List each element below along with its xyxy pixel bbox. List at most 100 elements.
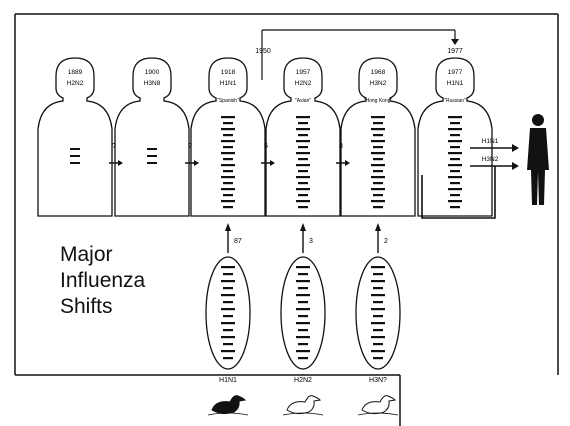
- gene-segment-mark: [450, 122, 460, 124]
- figure-subtype: H1N1: [447, 80, 464, 87]
- gene-segment-mark: [221, 294, 235, 296]
- figure-subtype: H3N2: [370, 80, 387, 87]
- gene-segment-mark: [296, 164, 310, 166]
- gene-segment-mark: [221, 266, 235, 268]
- gene-segment-mark: [221, 308, 235, 310]
- avian-subtype: H3N?: [369, 377, 387, 384]
- gene-segment-mark: [373, 134, 383, 136]
- gene-segment-mark: [221, 350, 235, 352]
- gene-segment-mark: [373, 329, 383, 331]
- gene-segment-mark: [223, 158, 233, 160]
- gene-segment-mark: [221, 128, 235, 130]
- gene-segment-mark: [296, 128, 310, 130]
- bracket-end-year: 1977: [447, 48, 463, 55]
- gene-segment-mark: [371, 280, 385, 282]
- gene-segment-mark: [296, 336, 310, 338]
- gene-segment-mark: [223, 134, 233, 136]
- gene-segment-mark: [450, 206, 460, 208]
- gene-segment-mark: [371, 164, 385, 166]
- gene-segment-mark: [221, 188, 235, 190]
- gene-segment-mark: [298, 194, 308, 196]
- gene-segment-mark: [296, 176, 310, 178]
- figure-subtype: H2N2: [67, 80, 84, 87]
- gene-segment-mark: [223, 329, 233, 331]
- figure-year: 1968: [371, 69, 386, 76]
- gene-segment-mark: [298, 170, 308, 172]
- gene-segment-mark: [221, 336, 235, 338]
- gene-segment-mark: [373, 301, 383, 303]
- gene-segment-mark: [373, 357, 383, 359]
- gene-segment-mark: [298, 315, 308, 317]
- gene-segment-mark: [373, 122, 383, 124]
- gene-segment-mark: [223, 206, 233, 208]
- figure-subtype: H1N1: [220, 80, 237, 87]
- gene-segment-mark: [296, 116, 310, 118]
- gene-segment-mark: [298, 301, 308, 303]
- gene-segment-mark: [70, 162, 80, 164]
- gene-segment-mark: [448, 116, 462, 118]
- gene-segment-mark: [373, 206, 383, 208]
- gene-segment-mark: [223, 146, 233, 148]
- gene-segment-mark: [296, 280, 310, 282]
- gene-segment-mark: [373, 194, 383, 196]
- gene-segment-mark: [221, 140, 235, 142]
- gene-segment-mark: [373, 273, 383, 275]
- figure-nickname: "Hong Kong": [364, 98, 393, 104]
- gene-segment-mark: [371, 308, 385, 310]
- gene-segment-mark: [298, 146, 308, 148]
- avian-subtype: H2N2: [294, 377, 312, 384]
- gene-segment-mark: [221, 280, 235, 282]
- gene-segment-mark: [223, 301, 233, 303]
- gene-segment-mark: [448, 200, 462, 202]
- bracket-start-year: 1950: [255, 48, 271, 55]
- gene-segment-mark: [450, 146, 460, 148]
- gene-segment-mark: [221, 176, 235, 178]
- avian-subtype: H1N1: [219, 377, 237, 384]
- arrow-label: 3: [309, 238, 313, 245]
- gene-segment-mark: [296, 140, 310, 142]
- gene-segment-mark: [448, 164, 462, 166]
- gene-segment-mark: [223, 315, 233, 317]
- gene-segment-mark: [223, 273, 233, 275]
- gene-segment-mark: [371, 140, 385, 142]
- gene-segment-mark: [298, 182, 308, 184]
- gene-segment-mark: [147, 155, 157, 157]
- gene-segment-mark: [450, 134, 460, 136]
- figure-year: 1957: [296, 69, 311, 76]
- gene-segment-mark: [373, 170, 383, 172]
- transition-label: 5: [264, 143, 268, 150]
- figure-nickname: "Spanish": [217, 98, 239, 104]
- gene-segment-mark: [298, 206, 308, 208]
- gene-segment-mark: [298, 122, 308, 124]
- gene-segment-mark: [70, 155, 80, 157]
- gene-segment-mark: [298, 329, 308, 331]
- transition-label: 8: [339, 143, 343, 150]
- gene-segment-mark: [450, 158, 460, 160]
- gene-segment-mark: [298, 273, 308, 275]
- gene-segment-mark: [223, 122, 233, 124]
- gene-segment-mark: [371, 294, 385, 296]
- gene-segment-mark: [221, 152, 235, 154]
- gene-segment-mark: [373, 158, 383, 160]
- figure-year: 1889: [68, 69, 83, 76]
- gene-segment-mark: [371, 176, 385, 178]
- gene-segment-mark: [223, 182, 233, 184]
- arrow-label: 87: [234, 238, 242, 245]
- diagram-caption: Major Influenza Shifts: [60, 242, 145, 320]
- gene-segment-mark: [296, 188, 310, 190]
- figure-nickname: "Russian": [444, 98, 466, 104]
- gene-segment-mark: [448, 152, 462, 154]
- caption-line: Influenza: [60, 268, 145, 294]
- gene-segment-mark: [147, 148, 157, 150]
- gene-segment-mark: [221, 164, 235, 166]
- gene-segment-mark: [371, 322, 385, 324]
- gene-segment-mark: [298, 134, 308, 136]
- gene-segment-mark: [448, 176, 462, 178]
- gene-segment-mark: [371, 336, 385, 338]
- gene-segment-mark: [298, 287, 308, 289]
- gene-segment-mark: [296, 266, 310, 268]
- figure-subtype: H2N2: [295, 80, 312, 87]
- gene-segment-mark: [223, 343, 233, 345]
- figure-subtype: H3N8: [144, 80, 161, 87]
